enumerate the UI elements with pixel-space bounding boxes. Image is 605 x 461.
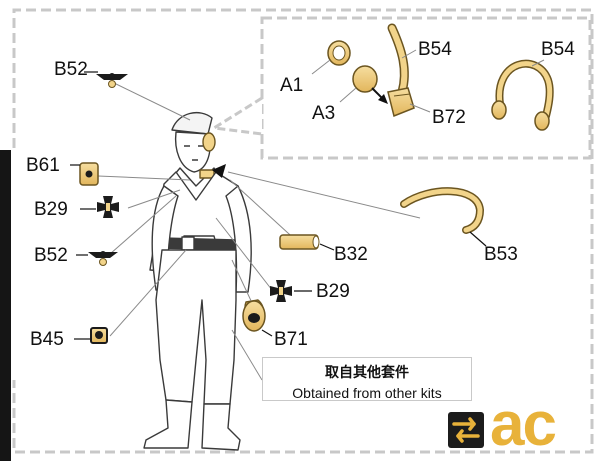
label-b32: B32: [334, 244, 368, 265]
label-b61: B61: [26, 155, 60, 176]
inset-dashed-box: [260, 16, 592, 160]
label-b45: B45: [30, 329, 64, 350]
soldier-figure: [143, 111, 265, 451]
part-b29-cross-right: [270, 280, 312, 302]
inset-leader-lines: [311, 49, 545, 113]
label-b71: B71: [274, 329, 308, 350]
label-b54-right: B54: [541, 39, 575, 60]
inset-callout-wedge: [209, 96, 263, 136]
part-b72-earpiece: [387, 87, 415, 118]
left-edge-bar: [0, 150, 11, 461]
part-b61-patch: [79, 162, 99, 186]
part-b52-eagle-top: [96, 73, 128, 88]
note-chinese: 取自其他套件: [325, 365, 409, 381]
part-b54-headphones: [491, 59, 554, 131]
label-b52-left: B52: [34, 245, 68, 266]
swap-arrows-icon: [448, 412, 484, 448]
brand-logo: ac: [448, 394, 588, 456]
label-tick-marks: [70, 71, 487, 340]
part-b32-strip: [279, 234, 320, 250]
label-b52-top: B52: [54, 59, 88, 80]
note-box: 取自其他套件 Obtained from other kits: [262, 357, 472, 401]
label-b72: B72: [432, 107, 466, 128]
assembly-arrowhead: [378, 94, 388, 104]
part-b45-buckle: [90, 327, 108, 344]
label-a3: A3: [312, 103, 336, 124]
collar-arrowhead: [212, 164, 226, 178]
part-a1-ring: [327, 40, 351, 66]
label-b29-left: B29: [34, 199, 68, 220]
part-b53-band: [400, 187, 485, 234]
part-b54-headband-inset: [387, 23, 409, 97]
brand-logo-text: ac: [490, 390, 557, 459]
label-a1: A1: [280, 75, 304, 96]
part-b29-cross-left: [97, 196, 119, 218]
body-leader-lines: [97, 81, 421, 381]
label-b54-inset: B54: [418, 39, 452, 60]
part-b52-eagle-left: [88, 251, 118, 266]
part-b71-badge: [242, 300, 266, 332]
note-english: Obtained from other kits: [292, 385, 442, 401]
label-b29-right: B29: [316, 281, 350, 302]
label-b53: B53: [484, 244, 518, 265]
part-a3-disc: [352, 65, 378, 93]
outer-dashed-frame: [12, 8, 594, 454]
